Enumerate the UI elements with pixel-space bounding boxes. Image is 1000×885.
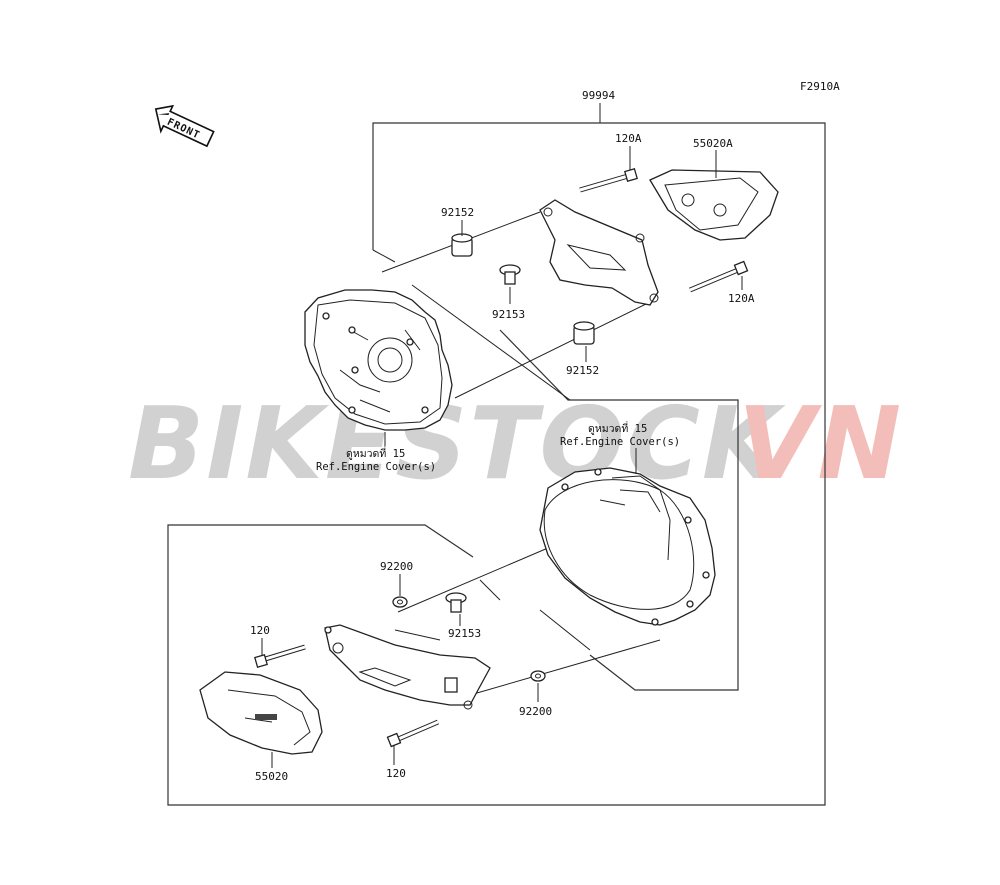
label-92200-top: 92200	[380, 560, 413, 573]
label-92200-right: 92200	[519, 705, 552, 718]
label-55020A: 55020A	[693, 137, 733, 150]
bolt-120A-right	[689, 260, 749, 293]
ref-note-left: ดูหมวดที่ 15 Ref.Engine Cover(s)	[316, 446, 436, 473]
engine-cover-left	[304, 289, 453, 431]
bolt-120-bottom	[386, 719, 439, 748]
label-92153-top: 92153	[492, 308, 525, 321]
label-92152-mid: 92152	[566, 364, 599, 377]
watermark: BIKESTOCK VN	[128, 385, 903, 502]
slider-55020A	[649, 169, 779, 241]
ref-left-eng: Ref.Engine Cover(s)	[316, 461, 436, 473]
ref-note-right: ดูหมวดที่ 15 Ref.Engine Cover(s)	[560, 421, 680, 448]
engine-cover-right	[539, 467, 716, 626]
label-55020: 55020	[255, 770, 288, 783]
ref-left-thai: ดูหมวดที่ 15	[346, 446, 405, 460]
spacer-92152-top	[451, 233, 473, 257]
callout-labels: 99994 120A 55020A 92152 92153 120A 92152…	[250, 89, 755, 783]
label-120A-right: 120A	[728, 292, 755, 305]
watermark-text-accent: VN	[738, 385, 903, 502]
watermark-text-main: BIKESTOCK	[128, 385, 786, 502]
washer-92200-top	[392, 596, 408, 608]
label-92152-top: 92152	[441, 206, 474, 219]
label-92153-bottom: 92153	[448, 627, 481, 640]
ref-right-eng: Ref.Engine Cover(s)	[560, 436, 680, 448]
upper-bracket-plate	[539, 199, 659, 306]
slider-55020	[199, 671, 323, 755]
screw-92153-top	[499, 264, 521, 285]
label-120-bottom: 120	[386, 767, 406, 780]
label-120-left: 120	[250, 624, 270, 637]
spacer-92152-mid	[573, 321, 595, 345]
figure-code: F2910A	[800, 80, 840, 93]
guide-lines	[381, 211, 661, 696]
leader-lines	[261, 146, 743, 768]
label-120A-top: 120A	[615, 132, 642, 145]
lower-inner-frame	[499, 329, 739, 691]
bolt-120A-top	[579, 168, 638, 193]
screw-92153-bottom	[445, 592, 467, 613]
lower-bracket-plate	[324, 624, 491, 710]
front-arrow-icon: FRONT	[154, 104, 215, 148]
label-99994: 99994	[582, 89, 615, 102]
bolt-120-left	[254, 644, 306, 668]
washer-92200-right	[530, 670, 546, 682]
ref-right-thai: ดูหมวดที่ 15	[588, 421, 647, 435]
upper-assembly-frame	[167, 103, 826, 806]
